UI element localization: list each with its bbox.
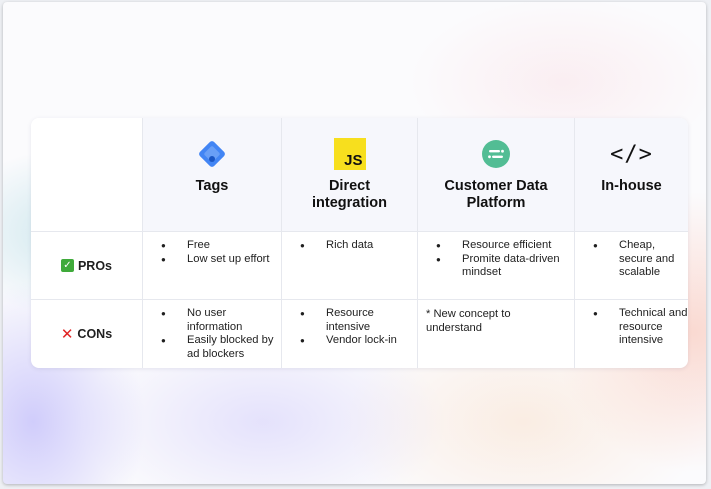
column-title: Customer Data Platform — [444, 178, 548, 211]
column-header-tags: Tags — [143, 118, 282, 232]
list-item: Resource efficient — [436, 239, 574, 253]
list-item: Easily blocked by ad blockers — [161, 334, 279, 361]
bullet-list: Free Low set up effort — [143, 232, 281, 266]
row-label-text: PROs — [77, 258, 113, 273]
list-item: Promite data-driven mindset — [436, 253, 572, 280]
pros-inhouse-cell: Cheap, secure and scalable — [575, 232, 688, 300]
cons-direct-cell: Resource intensive Vendor lock-in — [282, 300, 418, 368]
list-item: Cheap, secure and scalable — [593, 239, 675, 280]
row-label-text: CONs — [77, 327, 113, 341]
bullet-list: No user information Easily blocked by ad… — [143, 300, 281, 361]
header-corner — [31, 118, 143, 232]
pros-cdp-cell: Resource efficient Promite data-driven m… — [418, 232, 575, 300]
list-item: Resource intensive — [300, 307, 386, 334]
row-label-pros: ✓ PROs — [31, 232, 143, 300]
bullet-list: Technical and resource intensive — [575, 300, 688, 348]
bullet-list: Cheap, secure and scalable — [575, 232, 688, 280]
list-item: Low set up effort — [161, 253, 281, 267]
column-header-in-house: </> In-house — [575, 118, 688, 232]
cons-tags-cell: No user information Easily blocked by ad… — [143, 300, 282, 368]
diamond-tag-icon — [195, 136, 229, 172]
list-item: Vendor lock-in — [300, 334, 417, 348]
code-brackets-icon: </> — [610, 136, 653, 172]
cons-cdp-cell: * New concept to understand — [418, 300, 575, 368]
list-item: Technical and resource intensive — [593, 307, 688, 348]
pros-direct-cell: Rich data — [282, 232, 418, 300]
bullet-list: Resource efficient Promite data-driven m… — [418, 232, 574, 280]
slide-frame: Tags JS Direct integration Customer D — [3, 2, 706, 484]
column-title: In-house — [601, 178, 662, 194]
cons-inhouse-cell: Technical and resource intensive — [575, 300, 688, 368]
list-item: Rich data — [300, 239, 417, 253]
code-brackets-glyph: </> — [610, 141, 653, 167]
js-icon: JS — [333, 136, 366, 172]
note-text: * New concept to understand — [426, 308, 511, 334]
column-title: Direct integration — [312, 178, 387, 211]
column-title: Tags — [195, 178, 229, 194]
comparison-table: Tags JS Direct integration Customer D — [31, 118, 688, 368]
bullet-list: Resource intensive Vendor lock-in — [282, 300, 417, 348]
row-label-cons: ✕ CONs — [31, 300, 143, 368]
column-header-cdp: Customer Data Platform — [418, 118, 575, 232]
segment-icon — [481, 136, 511, 172]
check-icon: ✓ — [60, 259, 74, 272]
list-item: Free — [161, 239, 281, 253]
cross-icon: ✕ — [60, 325, 74, 343]
list-item: No user information — [161, 307, 257, 334]
bullet-list: Rich data — [282, 232, 417, 253]
column-header-direct-integration: JS Direct integration — [282, 118, 418, 232]
js-icon-text: JS — [344, 152, 363, 169]
pros-tags-cell: Free Low set up effort — [143, 232, 282, 300]
